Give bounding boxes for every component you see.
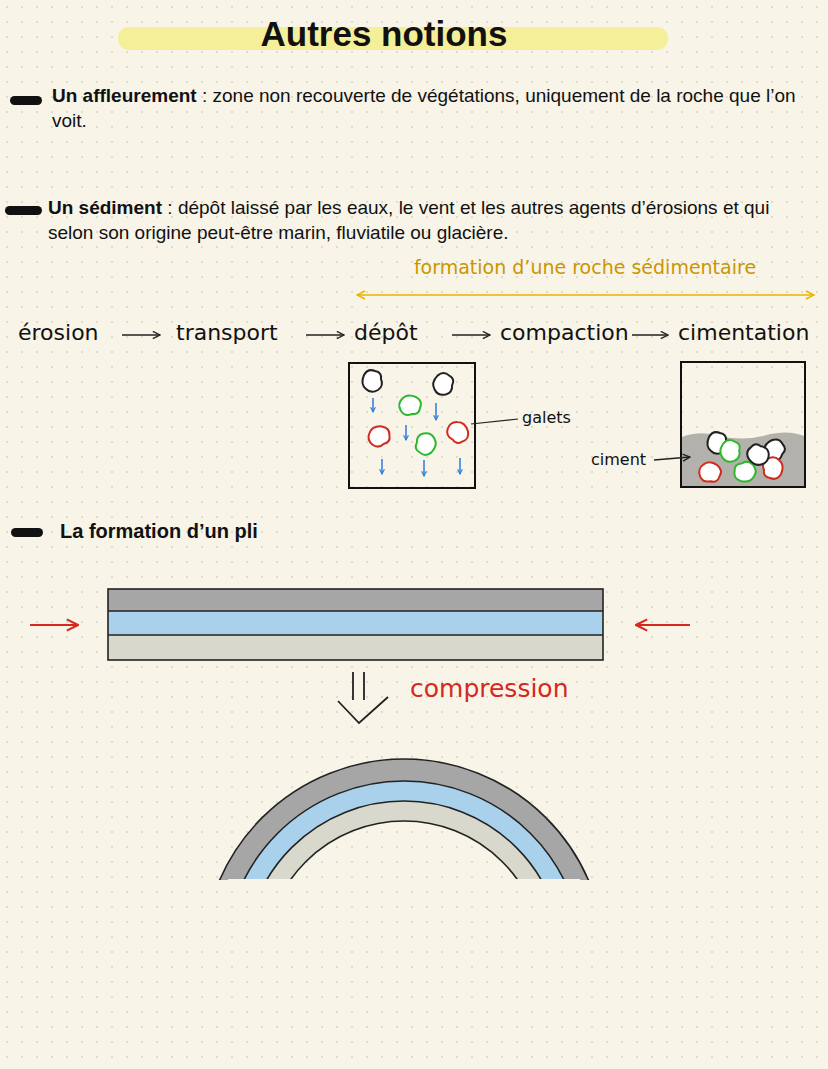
callout-label: ciment xyxy=(591,450,646,469)
compression-arrow xyxy=(30,624,690,626)
process-step: dépôt xyxy=(354,320,418,345)
fold xyxy=(203,759,605,880)
deposit-box xyxy=(349,363,518,488)
process-step: compaction xyxy=(500,320,629,345)
definition: Un sédiment: dépôt laissé par les eaux, … xyxy=(48,195,818,245)
flat-layers xyxy=(108,589,603,660)
term: Un sédiment xyxy=(48,197,162,218)
bullet xyxy=(5,96,43,537)
cementation-box xyxy=(654,362,805,487)
bracket-arrow xyxy=(357,294,814,296)
term: Un affleurement xyxy=(52,85,197,106)
section-heading: La formation d’un pli xyxy=(60,520,258,543)
process-step: cimentation xyxy=(678,320,809,345)
bracket-label: formation d’une roche sédimentaire xyxy=(414,256,756,278)
process-label: compression xyxy=(410,674,569,703)
process-step: transport xyxy=(176,320,278,345)
callout-label: galets xyxy=(522,408,571,427)
down-arrow xyxy=(338,672,388,723)
page-title: Autres notions xyxy=(0,14,768,54)
process-step: érosion xyxy=(18,320,99,345)
definition: Un affleurement: zone non recouverte de … xyxy=(52,83,812,133)
